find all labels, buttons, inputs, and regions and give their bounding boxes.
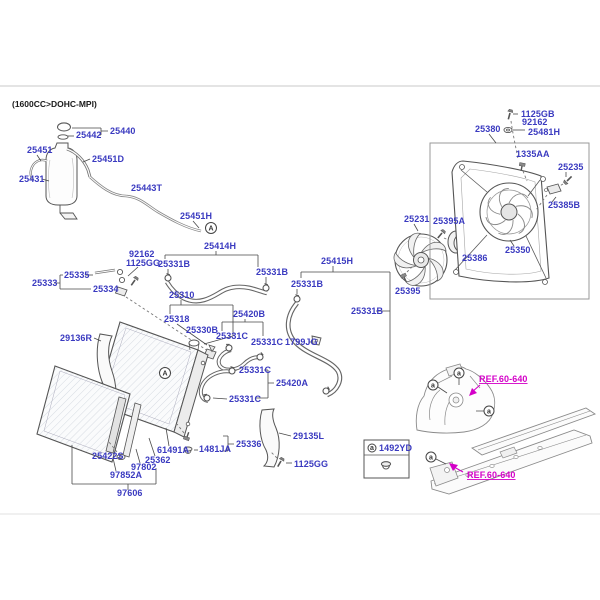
ref-link-arrows xyxy=(449,384,481,473)
part-25440[interactable]: 25440 xyxy=(110,126,136,136)
svg-text:a: a xyxy=(457,370,461,377)
part-25331b-2[interactable]: 25331B xyxy=(256,267,289,277)
legend-code-1492yd[interactable]: 1492YD xyxy=(379,443,413,453)
part-29135l[interactable]: 29135L xyxy=(293,431,325,441)
part-1125gb[interactable]: 1125GB xyxy=(521,109,555,119)
diagram-title: (1600CC>DOHC-MPI) xyxy=(12,99,97,109)
part-25443t[interactable]: 25443T xyxy=(131,183,163,193)
part-25330b[interactable]: 25330B xyxy=(186,325,219,335)
part-25335[interactable]: 25335 xyxy=(64,270,90,280)
legend-marker-a: a xyxy=(367,443,377,453)
part-1335aa[interactable]: 1335AA xyxy=(516,149,550,159)
part-number-labels: 25442 25440 25451 25451D 25431 25443T 25451H 92… xyxy=(19,109,584,498)
part-25334[interactable]: 25334 xyxy=(93,284,119,294)
deaeration-hoses-drawing xyxy=(198,319,322,403)
fan-shroud-box-drawing xyxy=(429,108,590,300)
callout-a-frame-2: a xyxy=(427,379,439,391)
part-25331c-2[interactable]: 25331C xyxy=(251,337,284,347)
part-92162-left[interactable]: 92162 xyxy=(129,249,155,259)
part-25336[interactable]: 25336 xyxy=(236,439,262,449)
svg-text:A: A xyxy=(162,370,167,377)
callout-a-frame-4: a xyxy=(425,451,437,463)
part-25481h[interactable]: 25481H xyxy=(528,127,560,137)
part-61491a[interactable]: 61491A xyxy=(157,445,190,455)
part-25362[interactable]: 25362 xyxy=(145,455,171,465)
part-1799jg[interactable]: 1799JG xyxy=(285,337,318,347)
frame-apron-drawing xyxy=(415,363,596,495)
part-25414h[interactable]: 25414H xyxy=(204,241,236,251)
part-25350[interactable]: 25350 xyxy=(505,245,531,255)
part-25310[interactable]: 25310 xyxy=(169,290,195,300)
part-1481ja[interactable]: 1481JA xyxy=(199,444,232,454)
part-25333[interactable]: 25333 xyxy=(32,278,58,288)
ref-60-640-bottom[interactable]: REF.60-640 xyxy=(467,470,516,480)
part-29136r[interactable]: 29136R xyxy=(60,333,93,343)
part-25318[interactable]: 25318 xyxy=(164,314,190,324)
part-97802[interactable]: 97802 xyxy=(131,462,157,472)
part-25331b-4[interactable]: 25331B xyxy=(351,306,384,316)
callout-a-hose-end: A xyxy=(205,222,217,234)
callout-a-frame-1: a xyxy=(453,367,465,379)
part-97606[interactable]: 97606 xyxy=(117,488,143,498)
part-25451h[interactable]: 25451H xyxy=(180,211,212,221)
part-25231[interactable]: 25231 xyxy=(404,214,430,224)
part-25442[interactable]: 25442 xyxy=(76,130,102,140)
part-25385b[interactable]: 25385B xyxy=(548,200,581,210)
part-25415h[interactable]: 25415H xyxy=(321,256,353,266)
part-25386[interactable]: 25386 xyxy=(462,253,488,263)
air-guard-right-drawing xyxy=(259,408,292,469)
callout-a-frame-3: a xyxy=(483,405,495,417)
part-25395a[interactable]: 25395A xyxy=(433,216,466,226)
part-1125gg-left[interactable]: 1125GG xyxy=(126,258,160,268)
lower-hose-25415h-drawing xyxy=(285,266,391,398)
part-1125gg-bottom[interactable]: 1125GG xyxy=(294,459,328,469)
reservoir-tank-drawing xyxy=(29,122,108,220)
drain-and-clip-drawing xyxy=(176,423,234,454)
part-25331b-1[interactable]: 25331B xyxy=(158,259,191,269)
condenser-and-seals-drawing xyxy=(36,333,170,490)
upper-hose-25414h-drawing xyxy=(164,251,270,304)
part-25451d[interactable]: 25451D xyxy=(92,154,125,164)
part-25331c-3[interactable]: 25331C xyxy=(239,365,272,375)
svg-text:a: a xyxy=(429,454,433,461)
overflow-hose-25443t-drawing xyxy=(89,176,202,233)
part-92162-fan[interactable]: 92162 xyxy=(522,117,548,127)
svg-text:a: a xyxy=(487,408,491,415)
part-25380[interactable]: 25380 xyxy=(475,124,501,134)
part-25422s[interactable]: 25422S xyxy=(92,451,124,461)
part-25331c-1[interactable]: 25331C xyxy=(216,331,249,341)
part-25395[interactable]: 25395 xyxy=(395,286,421,296)
part-25451[interactable]: 25451 xyxy=(27,145,53,155)
svg-text:A: A xyxy=(208,225,213,232)
part-25331c-4[interactable]: 25331C xyxy=(229,394,262,404)
part-25420b[interactable]: 25420B xyxy=(233,309,266,319)
part-97852a[interactable]: 97852A xyxy=(110,470,143,480)
callout-a-radiator: A xyxy=(159,367,171,379)
ref-60-640-top[interactable]: REF.60-640 xyxy=(479,374,528,384)
part-25420a[interactable]: 25420A xyxy=(276,378,309,388)
part-25331b-3[interactable]: 25331B xyxy=(291,279,324,289)
part-25235[interactable]: 25235 xyxy=(558,162,584,172)
part-25431[interactable]: 25431 xyxy=(19,174,45,184)
svg-text:a: a xyxy=(431,382,435,389)
svg-text:a: a xyxy=(370,445,374,452)
